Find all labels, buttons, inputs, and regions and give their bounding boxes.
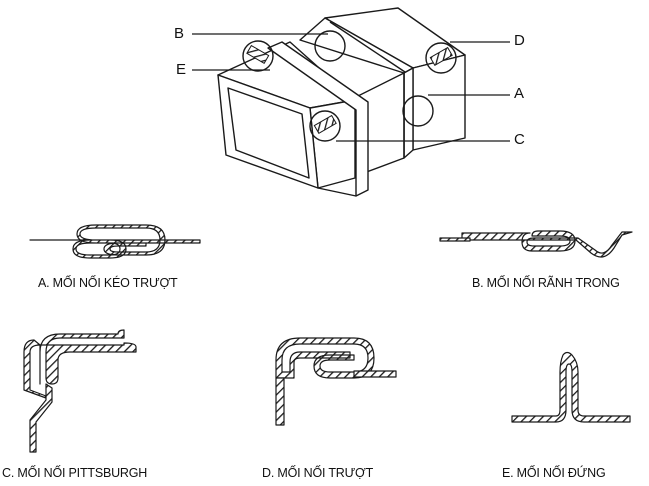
circle-e	[242, 40, 274, 72]
circle-c	[309, 110, 341, 142]
seam-e	[511, 351, 631, 423]
callout-e: E	[176, 61, 187, 78]
detail-circles	[242, 30, 457, 142]
seam-c	[23, 329, 137, 453]
caption-seam-a: A. MỐI NỐI KÉO TRƯỢT	[38, 276, 178, 290]
callout-c: C	[514, 131, 525, 148]
circle-d	[425, 42, 457, 74]
callout-b: B	[174, 25, 185, 42]
caption-seam-c: C. MỐI NỐI PITTSBURGH	[2, 466, 148, 480]
seam-a	[29, 224, 201, 259]
seam-d	[275, 337, 397, 426]
callout-d: D	[514, 32, 525, 49]
caption-seam-b: B. MỐI NỐI RÃNH TRONG	[472, 276, 620, 290]
leader-lines	[192, 33, 510, 142]
circle-a	[402, 95, 434, 127]
callout-a: A	[514, 85, 525, 102]
caption-seam-d: D. MỐI NỐI TRƯỢT	[262, 466, 374, 480]
circle-b	[314, 30, 346, 62]
seam-b	[439, 230, 633, 258]
duct-band-side	[403, 67, 414, 159]
duct-front-opening	[227, 87, 310, 179]
duct-flange-plate	[267, 41, 369, 197]
duct-back-side	[412, 54, 466, 151]
caption-seam-e: E. MỐI NỐI ĐỨNG	[502, 466, 606, 480]
